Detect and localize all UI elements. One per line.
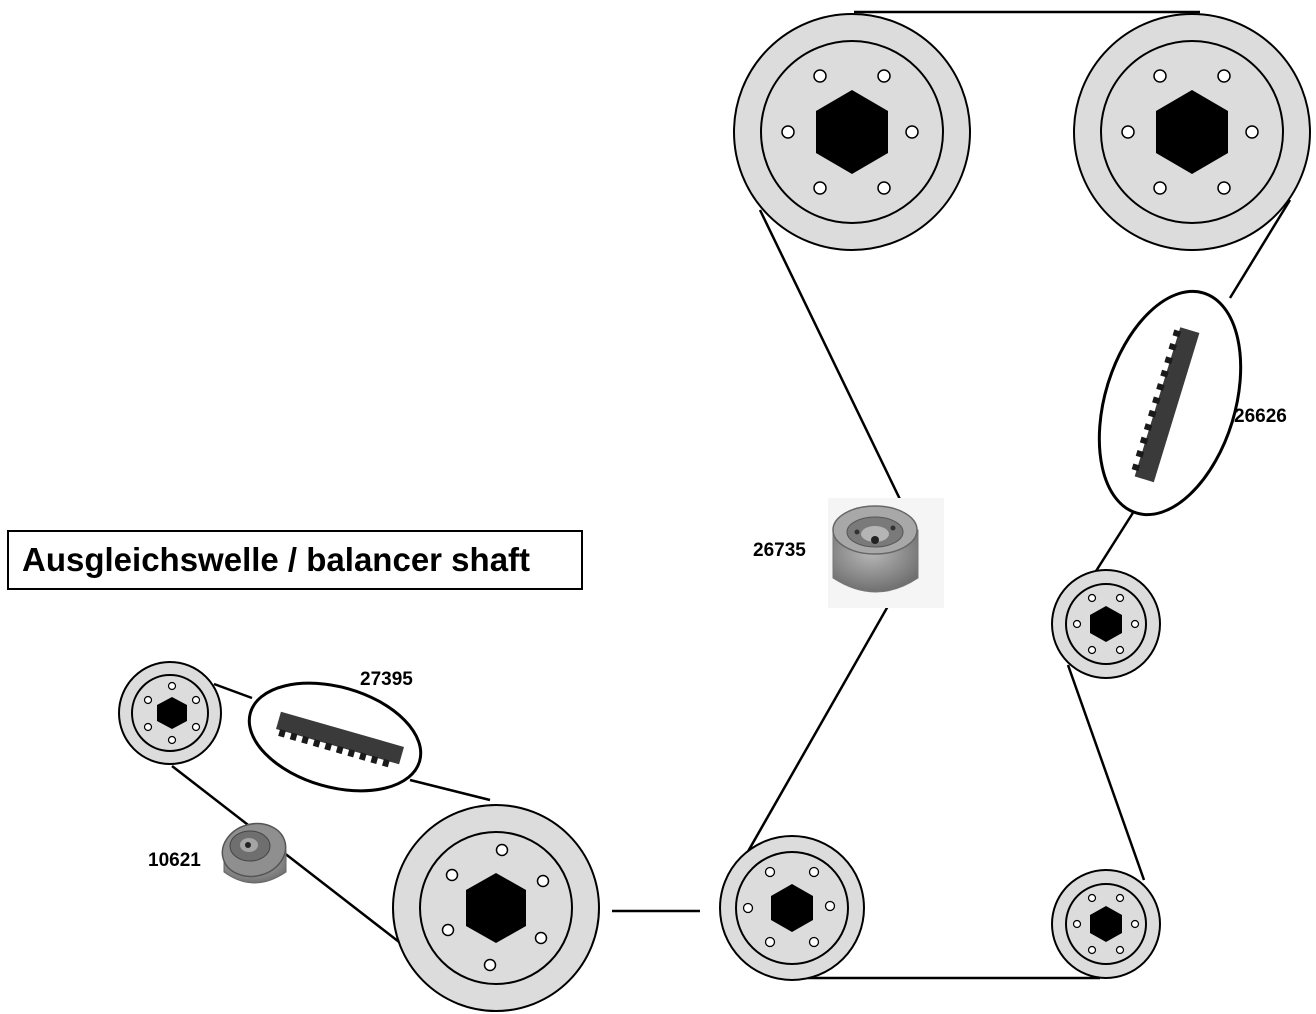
hex-hub-icon (466, 873, 526, 943)
part-number-tensioner-main: 26735 (753, 540, 806, 561)
hex-hub-icon (1090, 606, 1122, 642)
timing-belt-main (1097, 289, 1243, 517)
camshaft-pulley-left (733, 13, 971, 251)
main-belt (612, 10, 1292, 980)
balancer-shaft-pulley (118, 661, 222, 765)
part-number-tensioner-balancer: 10621 (148, 850, 201, 871)
crankshaft-pulley (719, 835, 865, 981)
tensioner-roller-balancer (221, 822, 287, 884)
hex-hub-icon (157, 697, 187, 729)
idler-pulley (1051, 869, 1161, 979)
balancer-drive-pulley (392, 804, 600, 1012)
hex-hub-icon (1156, 90, 1228, 174)
hex-hub-icon (816, 90, 888, 174)
part-number-belt-main: 26626 (1234, 406, 1287, 427)
diagram-title: Ausgleichswelle / balancer shaft (7, 530, 583, 590)
part-number-belt-balancer: 27395 (360, 669, 413, 690)
hex-hub-icon (1090, 906, 1122, 942)
balancer-belt (171, 682, 491, 953)
water-pump-pulley (1051, 569, 1161, 679)
camshaft-pulley-right (1073, 13, 1311, 251)
tensioner-roller-main (828, 498, 944, 608)
timing-belt-balancer (247, 681, 423, 793)
hex-hub-icon (771, 884, 813, 932)
